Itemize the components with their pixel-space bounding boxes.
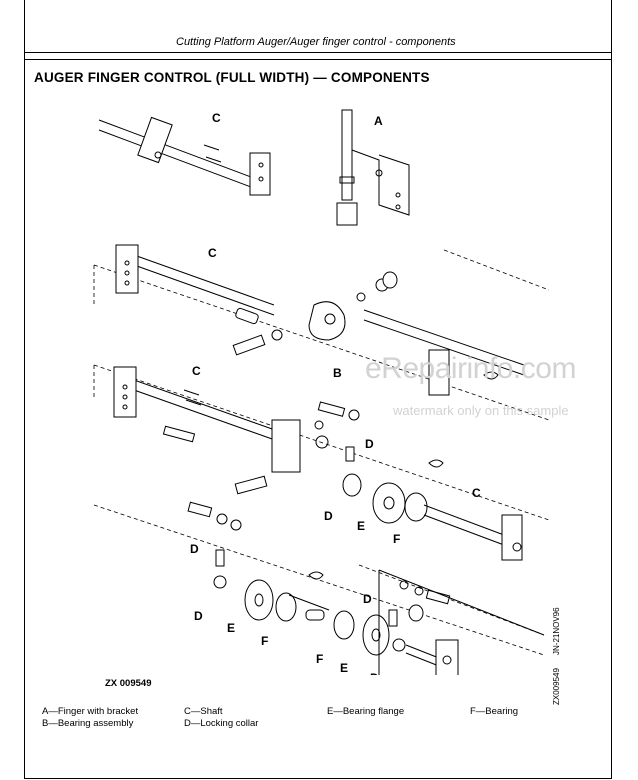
legend-column-1: A—Finger with bracket B—Bearing assembly [42, 706, 138, 730]
callout-d-1: D [365, 437, 374, 451]
callout-f-1: F [393, 532, 400, 546]
lower-shaft-assembly [187, 501, 545, 675]
figure-number: ZX 009549 [105, 678, 152, 689]
callout-c-5: C [400, 674, 409, 675]
callout-c-2: C [208, 246, 217, 260]
callout-c-4: C [472, 486, 481, 500]
legend-item-d: D—Locking collar [184, 718, 259, 729]
callout-d-5: D [363, 592, 372, 606]
callout-b: B [333, 366, 342, 380]
middle-shaft-assembly-1 [115, 244, 525, 396]
finger-with-bracket [336, 109, 410, 226]
legend-item-b: B—Bearing assembly [42, 718, 134, 729]
callout-d-3: D [190, 542, 199, 556]
side-code-date: JN-21NOV96 [552, 607, 561, 655]
legend-item-c: C—Shaft [184, 706, 223, 717]
callout-c-3: C [192, 364, 201, 378]
legend-column-2: C—Shaft D—Locking collar [184, 706, 258, 730]
section-title: AUGER FINGER CONTROL (FULL WIDTH) — COMP… [34, 70, 430, 85]
callout-a: A [374, 114, 383, 128]
watermark-text: eRepairinfo.com [365, 352, 576, 385]
callout-e-2: E [227, 621, 235, 635]
legend-item-a: A—Finger with bracket [42, 706, 139, 717]
side-code-figure: ZX009549 [552, 668, 561, 705]
callout-d-6: D [370, 671, 379, 675]
legend-item-e: E—Bearing flange [327, 706, 405, 717]
middle-shaft-assembly-2 [113, 366, 523, 561]
callout-d-2: D [324, 509, 333, 523]
top-shaft-assembly [98, 116, 271, 196]
callout-e-3: E [340, 661, 348, 675]
header-rule [24, 52, 612, 53]
callout-f-2: F [261, 634, 268, 648]
callout-d-4: D [194, 609, 203, 623]
page-border [24, 0, 612, 779]
callout-c-1: C [212, 111, 221, 125]
section-box [24, 59, 612, 779]
watermark-subtext: watermark only on this sample [393, 403, 569, 418]
callout-e-1: E [357, 519, 365, 533]
exploded-parts-diagram: C A C B C D C D E F D D E F D F E D C [93, 109, 550, 675]
legend-column-3: E—Bearing flange [327, 706, 404, 718]
legend-item-f: F—Bearing [470, 706, 519, 717]
legend-column-4: F—Bearing [470, 706, 518, 718]
running-title: Cutting Platform Auger/Auger finger cont… [176, 36, 456, 48]
callout-f-3: F [316, 652, 323, 666]
